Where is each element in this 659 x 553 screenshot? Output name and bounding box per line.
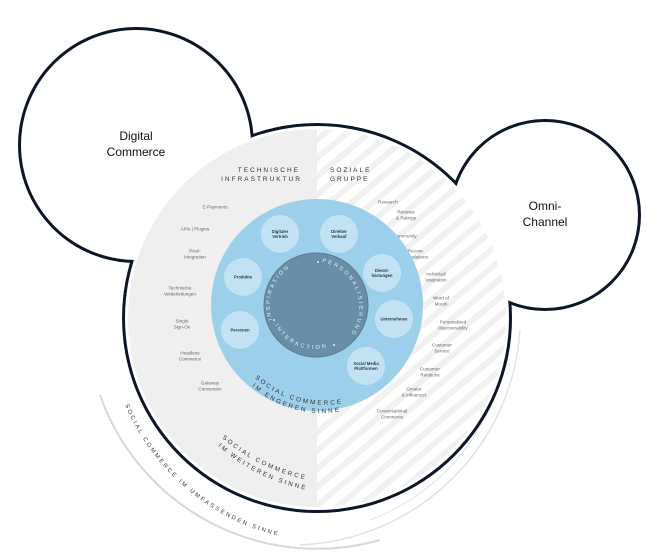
bubble xyxy=(363,254,401,292)
outer-arc-left xyxy=(99,394,381,550)
outer-arc-right xyxy=(299,329,521,546)
right-item: Reviews& Ratings xyxy=(396,210,417,221)
left-item: E-Payments xyxy=(202,205,228,210)
bubble-label: Dienst-leistungen xyxy=(372,268,393,278)
core-circle xyxy=(264,253,368,357)
bubble xyxy=(261,215,299,253)
left-item: APIs | Plugins xyxy=(181,227,210,232)
bubble xyxy=(375,300,413,338)
left-item: Pixel-Integration xyxy=(184,249,206,260)
bubble-label: Unternehmen xyxy=(381,317,408,322)
bubble-label: Produkte xyxy=(234,275,253,280)
right-item: Creator& Influencer xyxy=(402,387,427,398)
bubble xyxy=(221,311,259,349)
bubble xyxy=(320,215,358,253)
right-item: Recom-mendations xyxy=(404,249,428,260)
bubble-label: Personen xyxy=(230,328,250,333)
right-item: Research xyxy=(378,200,398,205)
omni-channel-label: Omni-Channel xyxy=(523,199,568,229)
bubble xyxy=(347,347,385,385)
bubble xyxy=(224,258,262,296)
right-item: Community xyxy=(393,234,417,239)
